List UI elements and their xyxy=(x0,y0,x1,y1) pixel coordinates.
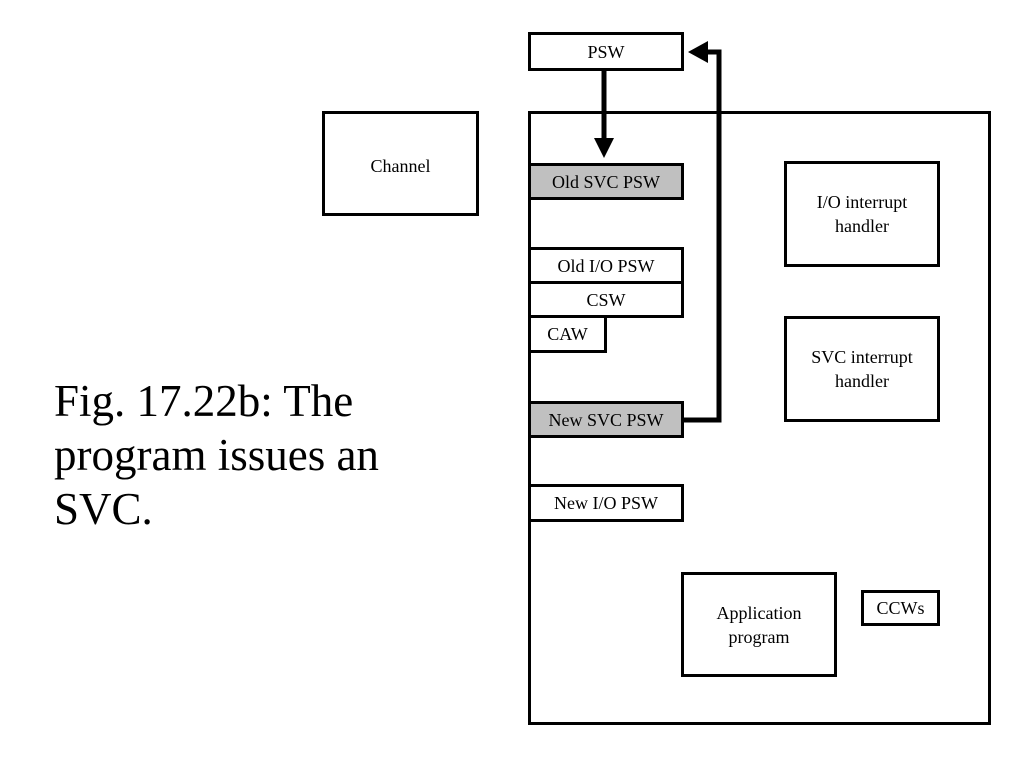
caw-box: CAW xyxy=(528,315,607,353)
channel-label: Channel xyxy=(370,156,431,176)
new-svc-psw-box: New SVC PSW xyxy=(528,401,684,438)
io-interrupt-handler-box: I/O interrupt handler xyxy=(784,161,940,267)
figure-caption: Fig. 17.22b: The program issues an SVC. xyxy=(54,376,379,534)
old-io-psw-label: Old I/O PSW xyxy=(557,255,655,276)
new-io-psw-box: New I/O PSW xyxy=(528,484,684,522)
old-io-psw-box: Old I/O PSW xyxy=(528,247,684,284)
channel-box: Channel xyxy=(322,111,479,216)
csw-box: CSW xyxy=(528,281,684,318)
caw-label: CAW xyxy=(547,324,588,344)
new-svc-psw-label: New SVC PSW xyxy=(548,409,664,430)
psw-box: PSW xyxy=(528,32,684,71)
new-io-psw-label: New I/O PSW xyxy=(554,493,658,513)
svc-interrupt-handler-label: SVC interrupt handler xyxy=(811,347,913,391)
svc-interrupt-handler-box: SVC interrupt handler xyxy=(784,316,940,422)
ccws-label: CCWs xyxy=(876,598,925,618)
io-interrupt-handler-label: I/O interrupt handler xyxy=(816,192,908,236)
csw-label: CSW xyxy=(586,289,626,310)
old-svc-psw-box: Old SVC PSW xyxy=(528,163,684,200)
psw-label: PSW xyxy=(587,41,625,62)
old-svc-psw-label: Old SVC PSW xyxy=(551,171,661,192)
application-program-box: Application program xyxy=(681,572,837,677)
ccws-box: CCWs xyxy=(861,590,940,626)
application-program-label: Application program xyxy=(716,602,802,647)
